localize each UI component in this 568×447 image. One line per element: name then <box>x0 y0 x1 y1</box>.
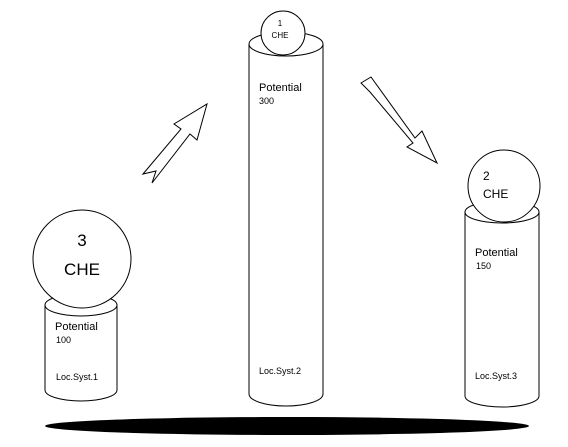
che-label-3: CHE <box>64 260 100 279</box>
potential-value-loc-syst-3: 150 <box>476 261 492 271</box>
che-number-1: 1 <box>277 19 283 28</box>
che-number-3: 3 <box>77 231 87 250</box>
potential-label-loc-syst-3: Potential <box>475 247 518 259</box>
loc-syst-3-label: Loc.Syst.3 <box>475 371 518 381</box>
loc-syst-2-label: Loc.Syst.2 <box>259 366 302 376</box>
cylinder-body-loc-syst-2 <box>248 44 324 407</box>
hollow-arrow-up-right-icon <box>141 102 208 184</box>
che-sphere-1 <box>260 10 306 56</box>
potential-label-loc-syst-1: Potential <box>55 321 98 333</box>
che-sphere-3 <box>32 209 132 309</box>
cylinder-body-loc-syst-1 <box>44 305 118 402</box>
ground-shadow <box>45 417 529 435</box>
potential-value-loc-syst-1: 100 <box>56 335 72 345</box>
che-number-2: 2 <box>483 169 490 183</box>
cylinder-body-loc-syst-3 <box>464 212 540 408</box>
che-label-2: CHE <box>483 187 509 201</box>
che-label-1: CHE <box>271 31 289 40</box>
potential-value-loc-syst-2: 300 <box>259 96 275 106</box>
cylinder-loc-syst-1 <box>44 293 118 402</box>
che-sphere-2 <box>467 149 541 223</box>
potential-label-loc-syst-2: Potential <box>259 82 302 94</box>
hollow-arrow-down-right-icon <box>360 76 439 165</box>
loc-syst-1-label: Loc.Syst.1 <box>56 372 99 382</box>
